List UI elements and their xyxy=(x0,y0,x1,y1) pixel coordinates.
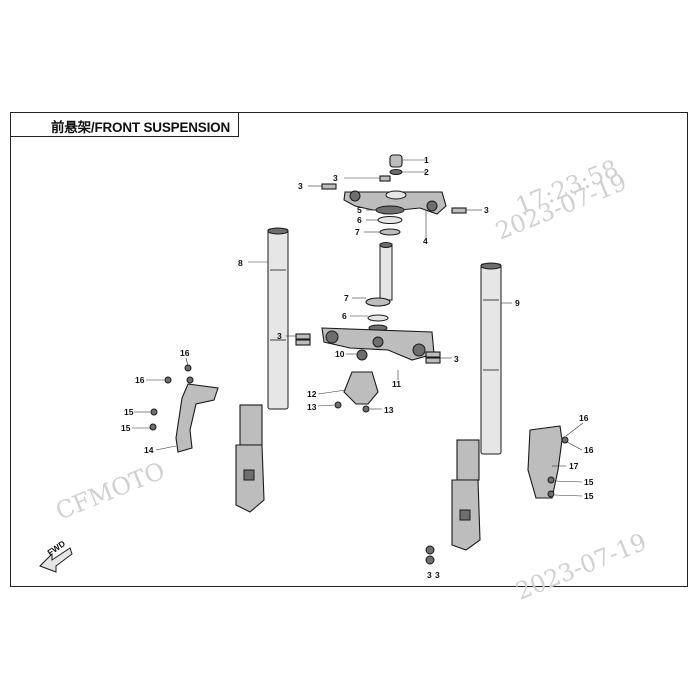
callout-10: 10 xyxy=(335,349,345,359)
callout-16: 16 xyxy=(584,445,594,455)
callout-11: 11 xyxy=(392,379,401,389)
drawing-frame xyxy=(10,112,688,587)
right-fork-guard xyxy=(527,425,569,499)
callout-13: 13 xyxy=(384,405,394,415)
clamp-bracket xyxy=(334,349,379,413)
steering-stem xyxy=(365,242,393,332)
forward-arrow: FWD xyxy=(39,538,73,573)
callout-15: 15 xyxy=(584,491,594,501)
page-title: 前悬架/FRONT SUSPENSION xyxy=(51,120,231,135)
callout-3: 3 xyxy=(277,331,282,341)
callout-16: 16 xyxy=(579,413,589,423)
callout-3: 3 xyxy=(484,205,489,215)
callout-17: 17 xyxy=(569,461,579,471)
callout-9: 9 xyxy=(515,298,520,308)
callout-6: 6 xyxy=(357,215,362,225)
callout-3: 3 xyxy=(333,173,338,183)
lower-triple-clamp xyxy=(321,327,435,361)
callout-3: 3 xyxy=(454,354,459,364)
callout-labels: 1 2 3 3 3 4 5 6 7 8 7 6 9 3 3 10 11 12 1… xyxy=(121,155,594,580)
callout-13: 13 xyxy=(307,402,317,412)
left-fork-tube xyxy=(235,227,289,513)
top-triple-clamp xyxy=(343,190,447,215)
callout-15: 15 xyxy=(124,407,134,417)
callout-2: 2 xyxy=(424,167,429,177)
callout-7: 7 xyxy=(355,227,360,237)
watermark-brand: CFMOTO xyxy=(52,457,169,526)
left-fork-guard xyxy=(175,364,219,453)
stem-nut xyxy=(389,154,403,175)
callout-3: 3 xyxy=(435,570,440,580)
callout-15: 15 xyxy=(584,477,594,487)
callout-16: 16 xyxy=(135,375,145,385)
callout-4: 4 xyxy=(423,236,428,246)
callout-8: 8 xyxy=(238,258,243,268)
callout-1: 1 xyxy=(424,155,429,165)
right-fork-tube xyxy=(451,262,502,551)
callout-7: 7 xyxy=(344,293,349,303)
callout-3: 3 xyxy=(427,570,432,580)
callout-6: 6 xyxy=(342,311,347,321)
title-box xyxy=(10,112,239,137)
callout-15: 15 xyxy=(121,423,131,433)
leader-lines xyxy=(132,159,584,497)
bolts xyxy=(149,175,467,565)
callout-12: 12 xyxy=(307,389,317,399)
callout-14: 14 xyxy=(144,445,154,455)
callout-3: 3 xyxy=(298,181,303,191)
watermark-date-lower: 2023-07-19 xyxy=(512,528,651,606)
callout-16: 16 xyxy=(180,348,190,358)
upper-bearing-set xyxy=(375,205,405,236)
callout-5: 5 xyxy=(357,205,362,215)
